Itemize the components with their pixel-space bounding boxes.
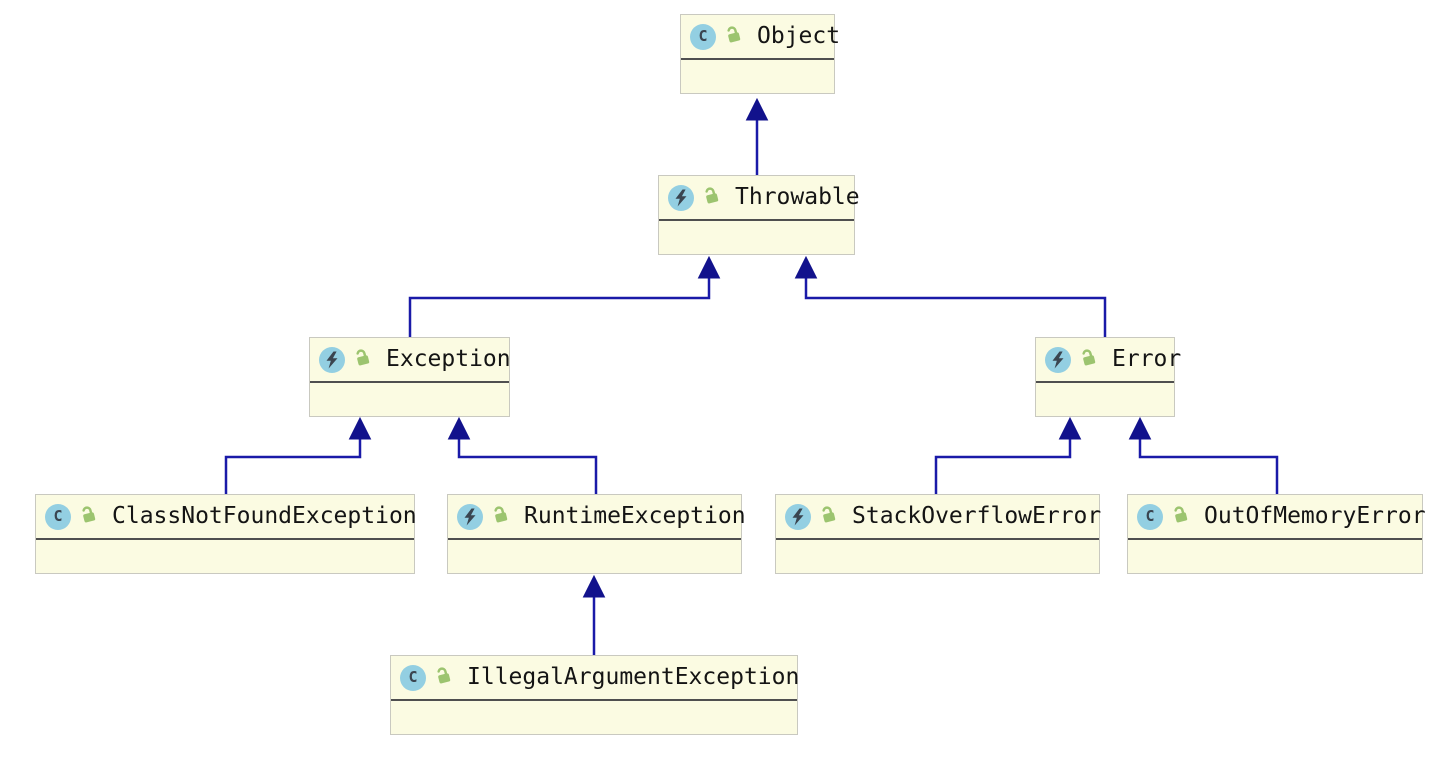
arrowhead-icon (794, 255, 818, 279)
class-node-outofmemoryerror[interactable]: C OutOfMemoryError (1127, 494, 1426, 574)
class-icon: C (400, 664, 426, 691)
node-members-compartment (776, 540, 1099, 573)
class-node-object[interactable]: C Object (680, 14, 840, 94)
class-node-runtimeexception[interactable]: RuntimeException (447, 494, 746, 574)
class-icon: C (690, 23, 716, 50)
inheritance-edge-runtimeexception-exception (447, 416, 598, 494)
class-name-label: IllegalArgumentException (467, 664, 800, 690)
node-title-compartment: Error (1036, 338, 1181, 383)
inheritance-edge-throwable-object (745, 97, 769, 175)
exception-icon (457, 503, 483, 530)
arrowhead-icon (447, 416, 471, 440)
inheritance-edge-error-throwable (794, 255, 1107, 337)
class-node-illegalargumentexception[interactable]: C IllegalArgumentException (390, 655, 800, 735)
arrowhead-icon (697, 255, 721, 279)
class-name-label: ClassNotFoundException (112, 503, 417, 529)
arrowhead-icon (745, 97, 769, 121)
lock-open-icon (352, 348, 371, 371)
node-title-compartment: C OutOfMemoryError (1128, 495, 1426, 540)
inheritance-edge-illegalargumentexception-runtimeexception (582, 574, 606, 655)
node-title-compartment: Throwable (659, 176, 860, 221)
arrowhead-icon (1058, 416, 1082, 440)
lock-open-icon (433, 666, 452, 689)
node-members-compartment (310, 383, 509, 416)
lock-open-icon (78, 505, 97, 528)
exception-icon (785, 503, 811, 530)
class-letter-glyph: C (698, 27, 708, 45)
lock-open-icon (723, 25, 742, 48)
class-node-error[interactable]: Error (1035, 337, 1181, 417)
lock-open-icon (701, 186, 720, 209)
exception-icon (668, 184, 694, 211)
class-letter-glyph: C (408, 668, 418, 686)
class-name-label: Exception (386, 346, 511, 372)
node-members-compartment (1036, 383, 1174, 416)
node-title-compartment: RuntimeException (448, 495, 746, 540)
inheritance-edge-outofmemoryerror-error (1128, 416, 1279, 494)
class-letter-glyph: C (53, 507, 63, 525)
class-letter-glyph: C (1145, 507, 1155, 525)
class-node-classnotfoundexception[interactable]: C ClassNotFoundException (35, 494, 417, 574)
node-members-compartment (36, 540, 414, 573)
lock-open-icon (818, 505, 837, 528)
lock-open-icon (490, 505, 509, 528)
class-name-label: Error (1112, 346, 1182, 372)
class-icon: C (45, 503, 71, 530)
class-name-label: OutOfMemoryError (1204, 503, 1426, 529)
exception-icon (319, 346, 345, 373)
class-node-throwable[interactable]: Throwable (658, 175, 860, 255)
arrowhead-icon (348, 416, 372, 440)
node-title-compartment: Exception (310, 338, 511, 383)
node-members-compartment (1128, 540, 1422, 573)
node-title-compartment: C Object (681, 15, 840, 60)
node-title-compartment: C IllegalArgumentException (391, 656, 800, 701)
class-node-stackoverflowerror[interactable]: StackOverflowError (775, 494, 1102, 574)
class-name-label: RuntimeException (524, 503, 746, 529)
arrowhead-icon (582, 574, 606, 598)
node-members-compartment (391, 701, 797, 734)
node-members-compartment (448, 540, 741, 573)
lock-open-icon (1170, 505, 1189, 528)
inheritance-edge-stackoverflowerror-error (934, 416, 1082, 494)
node-members-compartment (681, 60, 834, 93)
exception-icon (1045, 346, 1071, 373)
node-title-compartment: StackOverflowError (776, 495, 1102, 540)
class-node-exception[interactable]: Exception (309, 337, 511, 417)
class-name-label: StackOverflowError (852, 503, 1102, 529)
inheritance-edge-exception-throwable (408, 255, 721, 337)
lock-open-icon (1078, 348, 1097, 371)
class-name-label: Object (757, 23, 841, 49)
node-members-compartment (659, 221, 854, 254)
class-name-label: Throwable (735, 184, 860, 210)
class-icon: C (1137, 503, 1163, 530)
node-title-compartment: C ClassNotFoundException (36, 495, 417, 540)
inheritance-edge-classnotfoundexception-exception (224, 416, 372, 494)
arrowhead-icon (1128, 416, 1152, 440)
